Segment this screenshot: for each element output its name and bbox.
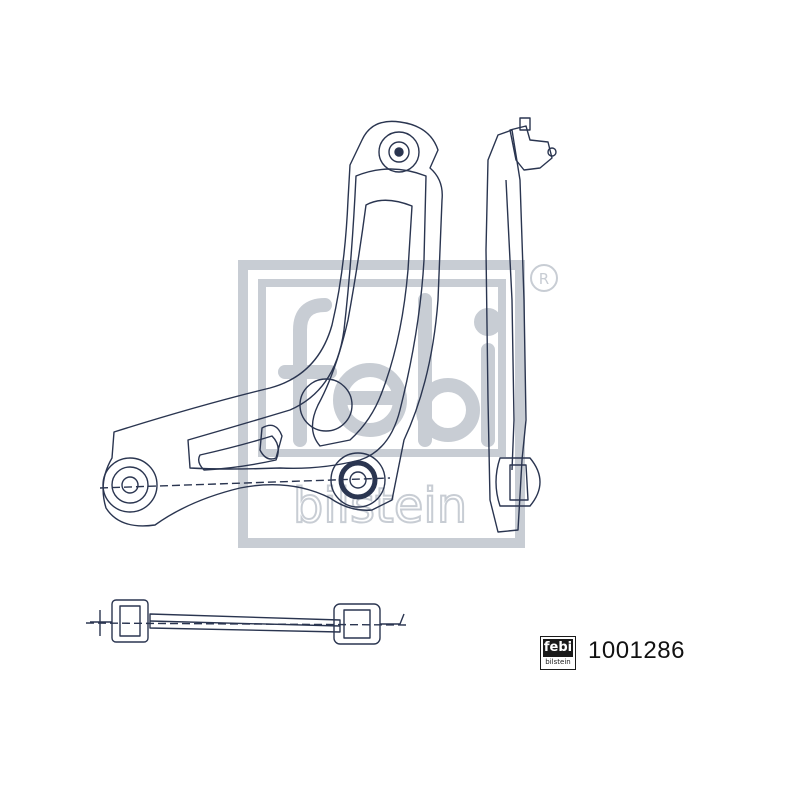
watermark-inner-panel (258, 279, 506, 457)
front-bush-inner (121, 476, 139, 494)
brand-badge: febi bilstein (540, 636, 576, 670)
side-ball-nut (547, 147, 557, 157)
bottom-axis-line (85, 622, 409, 626)
part-number: 1001286 (588, 637, 685, 664)
brand-badge-bottom: bilstein (545, 658, 571, 666)
side-inner-edge (505, 179, 515, 471)
arm-axis-line (99, 477, 391, 489)
side-rear-bush-core (509, 464, 529, 501)
front-bush-mid (111, 466, 149, 504)
arm-pocket (311, 199, 413, 447)
watermark-outer-frame (238, 260, 525, 548)
side-ball-joint (509, 125, 553, 171)
ball-joint-inner (388, 141, 410, 163)
registered-mark-circle (530, 264, 558, 292)
arm-outer-contour (102, 120, 443, 527)
front-bush-outer (102, 457, 158, 513)
side-rear-bush (495, 457, 541, 507)
arm-center-hole (299, 378, 353, 432)
ball-joint-outer (378, 131, 420, 173)
control-arm-bottom-view (85, 599, 409, 645)
side-outer (485, 129, 527, 533)
arm-slot (197, 435, 279, 471)
watermark-logo: bilstein R (238, 260, 558, 548)
side-ball-stud (519, 117, 531, 131)
control-arm-side-view (485, 117, 557, 533)
control-arm-top-view (99, 120, 443, 527)
bottom-rear-bolt (380, 613, 405, 625)
ball-joint-pin (394, 147, 404, 157)
bottom-front-bush (111, 599, 149, 643)
rear-bush-inner (349, 471, 367, 489)
brand-badge-top: febi (543, 639, 573, 657)
registered-mark: R (539, 270, 549, 288)
arm-slot-inner (259, 424, 283, 460)
bottom-front-bush-core (119, 605, 141, 637)
